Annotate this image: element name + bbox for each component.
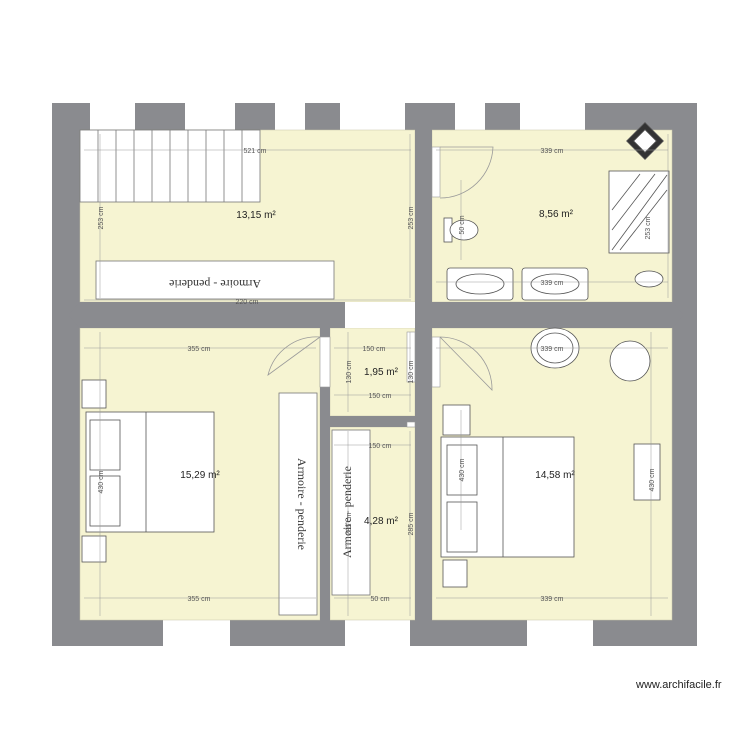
credit-link[interactable]: www.archifacile.fr xyxy=(636,679,722,691)
wardrobe-r1 xyxy=(95,260,335,300)
wardrobe-r3-label: Armoire - penderie xyxy=(295,458,309,550)
svg-text:339 cm: 339 cm xyxy=(541,280,564,287)
svg-text:50 cm: 50 cm xyxy=(370,596,389,603)
svg-text:355 cm: 355 cm xyxy=(188,346,211,353)
svg-text:339 cm: 339 cm xyxy=(541,148,564,155)
landing-gap xyxy=(345,302,415,328)
nightstand-4 xyxy=(442,559,468,588)
svg-text:253 cm: 253 cm xyxy=(98,206,105,229)
svg-text:430 cm: 430 cm xyxy=(649,468,656,491)
svg-text:521 cm: 521 cm xyxy=(244,148,267,155)
staircase xyxy=(79,129,261,203)
door-frames xyxy=(319,146,441,428)
nightstand-1 xyxy=(81,379,107,409)
middle-wall-right xyxy=(415,302,684,328)
area-room-4: 1,95 m² xyxy=(364,367,399,378)
nightstand-2 xyxy=(81,535,107,563)
area-room-6: 14,58 m² xyxy=(535,470,575,481)
svg-text:339 cm: 339 cm xyxy=(541,346,564,353)
bedroom-left-wall xyxy=(320,320,330,630)
wardrobe-r3 xyxy=(278,392,318,616)
door-swings xyxy=(267,146,494,391)
svg-text:130 cm: 130 cm xyxy=(346,360,353,383)
center-wall xyxy=(415,116,432,634)
svg-text:150 cm: 150 cm xyxy=(363,346,386,353)
desk-r6 xyxy=(633,443,661,501)
svg-text:339 cm: 339 cm xyxy=(541,596,564,603)
shower xyxy=(608,170,670,254)
bedroom-6-furniture xyxy=(440,327,661,588)
svg-text:355 cm: 355 cm xyxy=(188,596,211,603)
svg-text:220 cm: 220 cm xyxy=(236,299,259,306)
room-area-labels: 13,15 m² 8,56 m² 15,29 m² 1,95 m² 4,28 m… xyxy=(180,209,575,527)
wardrobe-r5-label: Armoire - penderie xyxy=(340,466,354,558)
area-room-2: 8,56 m² xyxy=(539,209,574,220)
svg-text:285 cm: 285 cm xyxy=(346,512,353,535)
wardrobe-r5 xyxy=(331,429,371,596)
area-room-1: 13,15 m² xyxy=(236,210,276,221)
area-room-3: 15,29 m² xyxy=(180,470,220,481)
bedroom-3-furniture xyxy=(81,379,215,563)
middle-wall-left xyxy=(68,302,345,328)
svg-text:430 cm: 430 cm xyxy=(459,458,466,481)
svg-text:150 cm: 150 cm xyxy=(369,443,392,450)
svg-text:285 cm: 285 cm xyxy=(408,512,415,535)
svg-text:253 cm: 253 cm xyxy=(645,216,652,239)
bathroom-fixtures xyxy=(443,122,670,301)
dimension-lines xyxy=(84,134,669,616)
wardrobe-r1-label: Armoire - penderie xyxy=(169,277,261,291)
hall-closet-wall xyxy=(330,416,415,427)
area-room-5: 4,28 m² xyxy=(364,516,399,527)
nightstand-3 xyxy=(442,404,471,436)
windows-bottom xyxy=(163,620,593,646)
svg-text:50 cm: 50 cm xyxy=(459,215,466,234)
svg-text:430 cm: 430 cm xyxy=(98,470,105,493)
svg-text:150 cm: 150 cm xyxy=(369,393,392,400)
svg-text:253 cm: 253 cm xyxy=(408,206,415,229)
dimension-labels: 521 cm 339 cm 253 cm 253 cm 220 cm 339 c… xyxy=(98,148,656,603)
svg-text:130 cm: 130 cm xyxy=(408,360,415,383)
windows-top xyxy=(90,103,585,130)
